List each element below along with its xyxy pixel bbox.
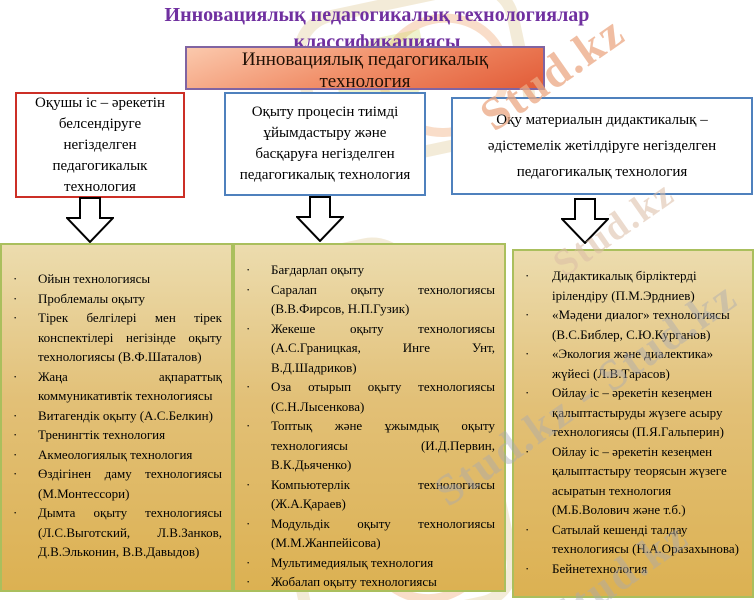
list-item-text: Дымта оқыту технологиясы (Л.С.Выготский,… xyxy=(38,505,222,559)
bullet-dot: · xyxy=(246,515,251,531)
bullet-dot: · xyxy=(246,418,251,433)
bullet-dot: · xyxy=(13,427,18,442)
list-item-text: Саралап оқыту технологиясы (В.В.Фирсов, … xyxy=(271,281,495,317)
list-item: · Бағдарлап оқыту xyxy=(235,260,504,280)
down-arrow-icon xyxy=(561,198,609,244)
bullet-dot: · xyxy=(13,271,18,286)
bullet-dot: · xyxy=(246,554,251,570)
list-item-text: Тренингтік технология xyxy=(38,427,166,442)
list-item-text: Топтық және ұжымдық оқыту технологиясы (… xyxy=(271,418,495,472)
bullet-dot: · xyxy=(13,446,18,462)
list-item-text: Ойын технологиясы xyxy=(38,271,151,286)
list-item: · Ойлау іс – әрекетін кезеңмен қалыптасты… xyxy=(514,442,752,520)
list-item-text: Өздігінен даму технологиясы (М.Монтессор… xyxy=(38,466,222,501)
list-item-text: Жаңа ақпараттық коммуникативтік технолог… xyxy=(38,368,222,404)
branch-label: Оқу материалын дидактикалық – әдістемелі… xyxy=(487,112,717,180)
list-item: · Витагендік оқыту (А.С.Белкин) xyxy=(2,406,231,426)
bullet-dot: · xyxy=(13,310,18,325)
list-item-text: Жобалап оқыту технологиясы xyxy=(271,574,437,589)
list-item: · Сатылай кешенді талдау технологиясы (Н.… xyxy=(514,520,752,559)
list-item-text: «Экология және диалектика» жүйесі (Л.В.Т… xyxy=(552,346,714,381)
list-item: · Дидактикалық бірліктерді ірілендіру (П.… xyxy=(514,266,752,305)
list-item-text: Оза отырып оқыту технологиясы (С.Н.Лысен… xyxy=(271,379,495,414)
list-item-text: Ойлау іс – әрекетін кезеңмен қалыптастыр… xyxy=(552,385,724,439)
page-title-line1: Инновациялық педагогикалық технологиялар xyxy=(164,4,590,26)
root-node-label: Инновациялық педагогикалық технология xyxy=(241,49,489,92)
list-item: · Проблемалы оқыту xyxy=(2,289,231,309)
list-item-text: Жекеше оқыту технологиясы (А.С.Границкая… xyxy=(271,320,495,375)
list-item-text: Витагендік оқыту (А.С.Белкин) xyxy=(38,407,213,423)
list-item: · Ойын технологиясы xyxy=(2,269,231,289)
branch-label: Оқушы іс – әрекетін белсендіруге негізде… xyxy=(35,94,165,195)
list-item: · Жобалап оқыту технологиясы xyxy=(235,572,504,592)
list-item-text: Бейнетехнология xyxy=(552,560,648,576)
bullet-dot: · xyxy=(13,290,18,306)
list-item-text: Ойлау іс – әрекетін кезеңмен қалыптастыр… xyxy=(552,443,727,518)
list-item-text: Проблемалы оқыту xyxy=(38,290,145,306)
down-arrow-icon xyxy=(66,197,114,243)
list-item: · Компьютерлік технологиясы (Ж.А.Қараев) xyxy=(235,475,504,514)
bullet-dot: · xyxy=(525,521,530,537)
list-item: · Мультимедиялық технология xyxy=(235,553,504,573)
branch-box-process-management: Оқыту процесін тиімді ұйымдастыру және б… xyxy=(224,92,426,196)
bullet-dot: · xyxy=(525,443,530,459)
list-item-text: Тірек белгілері мен тірек конспектілері … xyxy=(38,310,222,364)
list-item: · Оза отырып оқыту технологиясы (С.Н.Лысе… xyxy=(235,377,504,416)
list-item: · Саралап оқыту технологиясы (В.В.Фирсов,… xyxy=(235,280,504,319)
bullet-dot: · xyxy=(525,268,530,283)
list-item: · Жекеше оқыту технологиясы (А.С.Границка… xyxy=(235,319,504,378)
technology-list-didactic-improvement: · Дидактикалық бірліктерді ірілендіру (П.… xyxy=(512,249,754,598)
list-item: · Жаңа ақпараттық коммуникативтік техноло… xyxy=(2,367,231,406)
bullet-dot: · xyxy=(246,320,251,336)
list-item: · «Мәдени диалог» технологиясы (В.С.Библе… xyxy=(514,305,752,344)
bullet-dot: · xyxy=(525,307,530,322)
branch-box-didactic-improvement: Оқу материалын дидактикалық – әдістемелі… xyxy=(451,97,753,195)
list-item-text: Бағдарлап оқыту xyxy=(271,262,365,277)
list-item: · Бейнетехнология xyxy=(514,559,752,579)
list-item: · Тірек белгілері мен тірек конспектілері… xyxy=(2,308,231,367)
technology-list-student-activity: · Ойын технологиясы · Проблемалы оқыту · Тіре… xyxy=(0,243,233,592)
list-item-text: Дидактикалық бірліктерді ірілендіру (П.М… xyxy=(552,268,697,303)
bullet-dot: · xyxy=(246,379,251,394)
down-arrow-icon xyxy=(296,196,344,242)
list-item: · Топтық және ұжымдық оқыту технологиясы … xyxy=(235,416,504,475)
bullet-dot: · xyxy=(525,385,530,400)
list-item-text: Модульдік оқыту технологиясы (М.М.Жанпей… xyxy=(271,515,495,551)
list-item-text: «Мәдени диалог» технологиясы (В.С.Библер… xyxy=(552,307,730,342)
bullet-dot: · xyxy=(13,466,18,481)
list-item-text: Сатылай кешенді талдау технологиясы (Н.А… xyxy=(552,521,740,557)
bullet-dot: · xyxy=(13,505,18,520)
bullet-dot: · xyxy=(246,574,251,589)
bullet-dot: · xyxy=(525,346,530,361)
list-item: · Өздігінен даму технологиясы (М.Монтессо… xyxy=(2,464,231,503)
list-item: · Ойлау іс – әрекетін кезеңмен қалыптасты… xyxy=(514,383,752,442)
list-item-text: Компьютерлік технологиясы (Ж.А.Қараев) xyxy=(271,476,495,512)
list-item-text: Мультимедиялық технология xyxy=(271,554,434,570)
bullet-dot: · xyxy=(246,281,251,297)
list-item: · «Экология және диалектика» жүйесі (Л.В.… xyxy=(514,344,752,383)
bullet-dot: · xyxy=(246,476,251,492)
list-item: · Акмеологиялық технология xyxy=(2,445,231,465)
list-item-text: Акмеологиялық технология xyxy=(38,446,193,462)
branch-label: Оқыту процесін тиімді ұйымдастыру және б… xyxy=(239,104,411,183)
bullet-dot: · xyxy=(13,407,18,423)
list-item: · Дымта оқыту технологиясы (Л.С.Выготский… xyxy=(2,503,231,562)
bullet-dot: · xyxy=(525,560,530,576)
bullet-dot: · xyxy=(246,262,251,277)
technology-list-process-management: · Бағдарлап оқыту · Саралап оқыту технологи… xyxy=(233,243,506,592)
bullet-dot: · xyxy=(13,368,18,384)
root-node-box: Инновациялық педагогикалық технология xyxy=(185,46,545,92)
list-item: · Модульдік оқыту технологиясы (М.М.Жанпе… xyxy=(235,514,504,553)
list-item: · Тренингтік технология xyxy=(2,425,231,445)
branch-box-student-activity: Оқушы іс – әрекетін белсендіруге негізде… xyxy=(15,92,185,198)
